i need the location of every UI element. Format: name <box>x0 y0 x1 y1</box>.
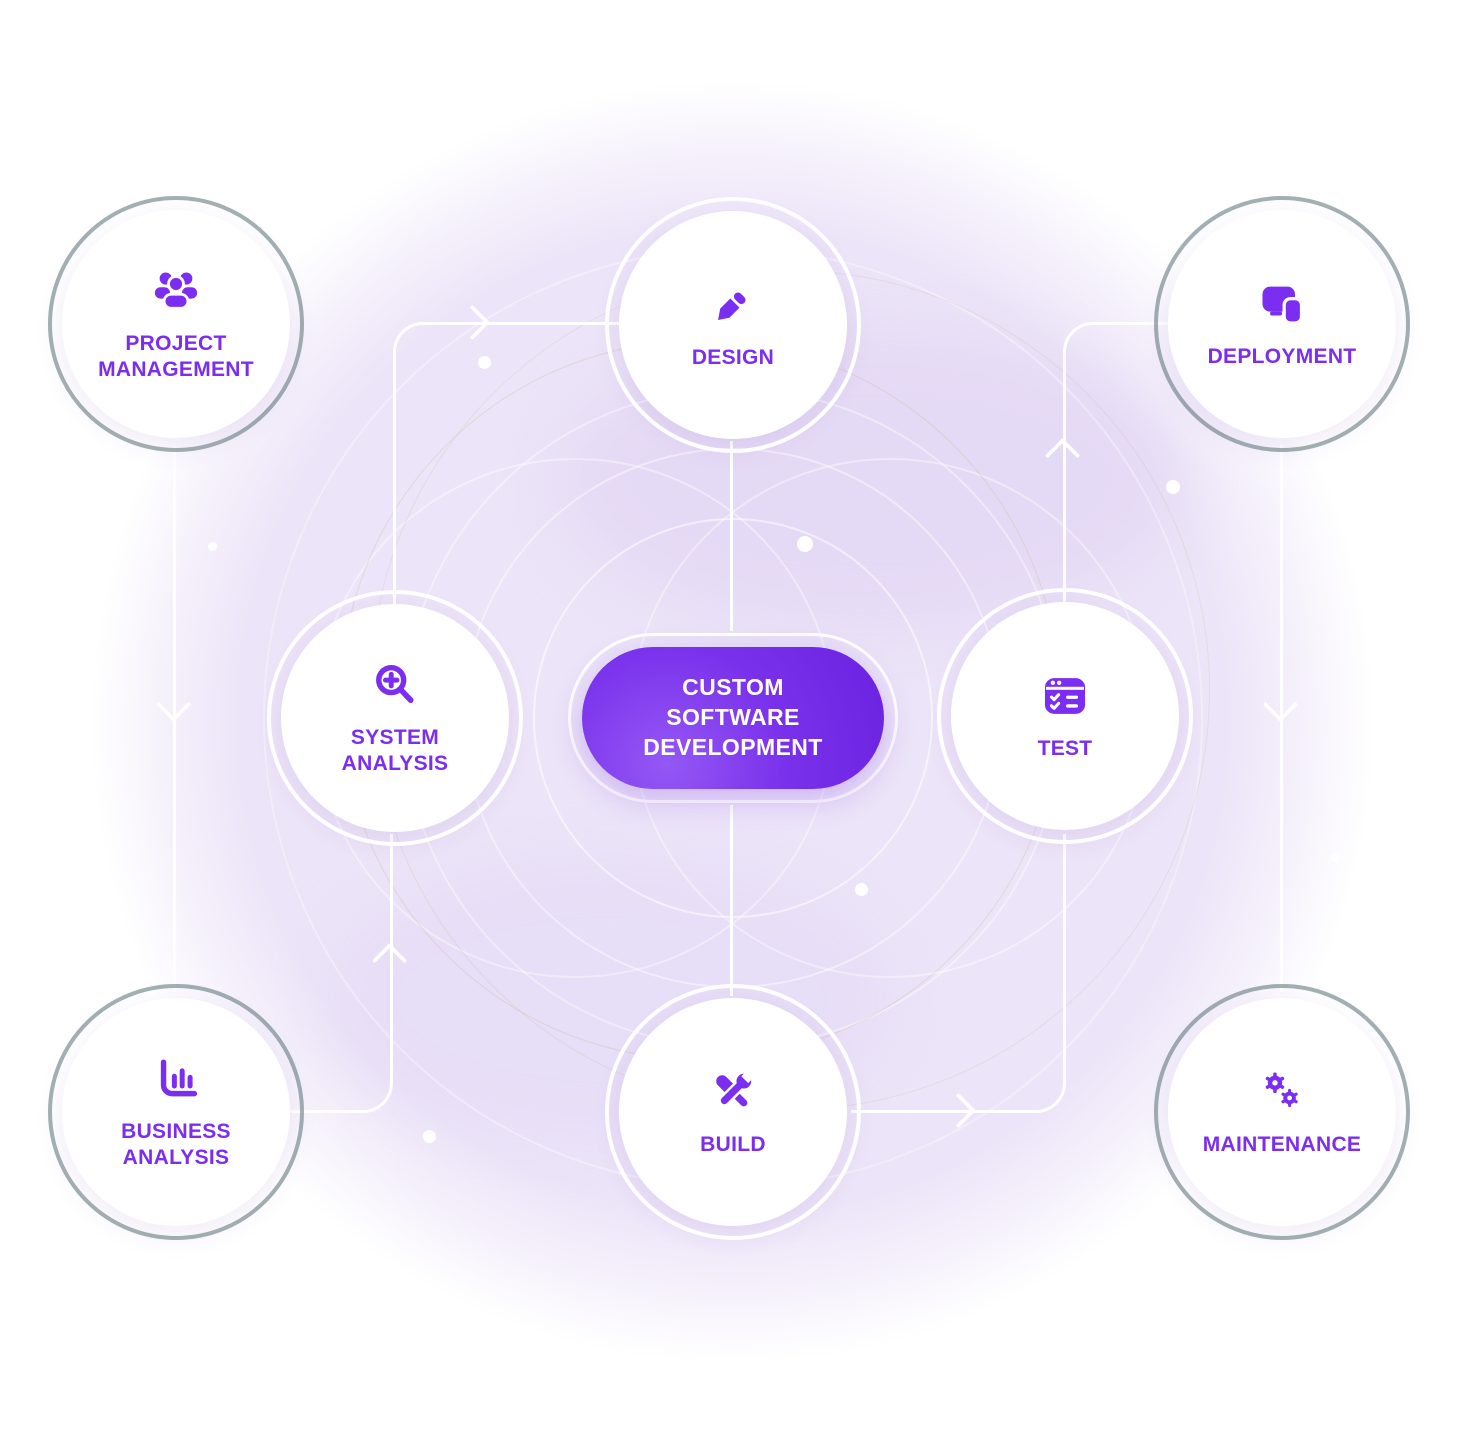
node-label: DEPLOYMENT <box>1207 344 1357 368</box>
connector-to-system-analysis <box>390 834 393 1083</box>
node-maintenance: MAINTENANCE <box>1154 984 1410 1240</box>
checklist-window-icon <box>1044 678 1086 714</box>
connector-to-deployment <box>1091 322 1168 325</box>
connector-build-right <box>851 1110 1039 1113</box>
bar-chart-icon <box>160 1059 198 1097</box>
node-label: SYSTEM ANALYSIS <box>341 725 449 775</box>
decorative-dot <box>797 536 813 552</box>
connector-design-to-center <box>730 441 733 631</box>
node-label: TEST <box>1037 736 1093 760</box>
center-pill: CUSTOM SOFTWARE DEVELOPMENT <box>582 647 884 789</box>
connector-test-up <box>1063 350 1066 602</box>
connector-deployment-to-maintenance <box>1280 444 1283 992</box>
connector-to-test <box>1063 834 1066 1083</box>
node-test: TEST <box>937 588 1193 844</box>
node-design: DESIGN <box>605 197 861 453</box>
tools-icon <box>716 1069 756 1107</box>
diagram-title: CUSTOM SOFTWARE DEVELOPMENT <box>643 674 823 760</box>
node-system-analysis: SYSTEM ANALYSIS <box>267 590 523 846</box>
connector-ba-right <box>290 1110 366 1113</box>
node-build: BUILD <box>605 984 861 1240</box>
decorative-dot <box>1166 480 1180 494</box>
decorative-dot <box>855 883 868 896</box>
node-project-management: PROJECT MANAGEMENT <box>48 196 304 452</box>
node-label: MAINTENANCE <box>1202 1132 1362 1156</box>
pencil-icon <box>718 292 746 320</box>
devices-icon <box>1262 286 1304 325</box>
magnifier-plus-icon <box>376 664 414 703</box>
decorative-dot <box>478 356 491 369</box>
decorative-dot <box>208 542 217 551</box>
gears-icon <box>1265 1072 1298 1107</box>
node-deployment: DEPLOYMENT <box>1154 196 1410 452</box>
decorative-dot <box>373 177 383 187</box>
connector-to-design <box>421 322 623 325</box>
node-label: DESIGN <box>691 345 775 369</box>
node-label: BUILD <box>700 1132 766 1156</box>
node-business-analysis: BUSINESS ANALYSIS <box>48 984 304 1240</box>
decorative-dot <box>1331 853 1340 862</box>
center-pill-ring: CUSTOM SOFTWARE DEVELOPMENT <box>568 633 898 803</box>
decorative-dot <box>423 1130 436 1143</box>
team-icon <box>154 272 198 310</box>
connector-system-analysis-up <box>393 350 396 604</box>
connector-pm-to-ba <box>173 444 176 992</box>
connector-center-to-build <box>730 805 733 996</box>
node-label: BUSINESS ANALYSIS <box>121 1119 231 1169</box>
node-label: PROJECT MANAGEMENT <box>98 331 254 381</box>
